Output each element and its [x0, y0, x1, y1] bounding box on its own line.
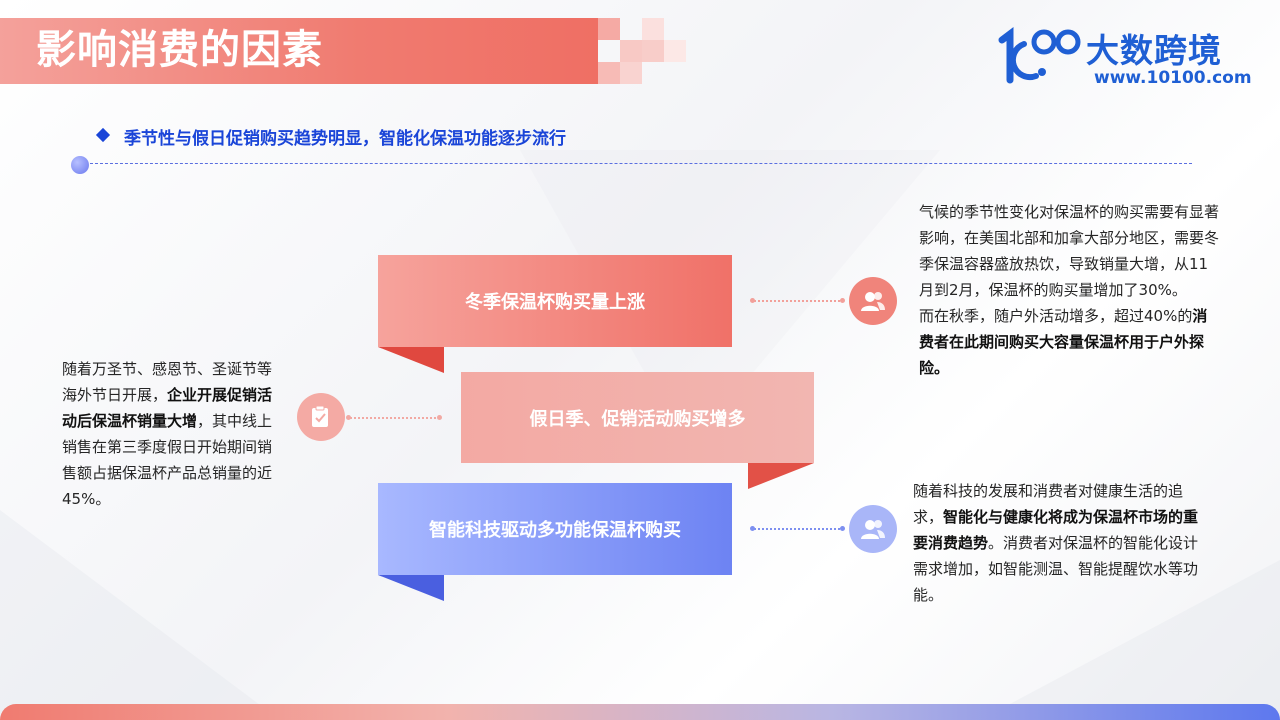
- connector-line: [754, 300, 844, 302]
- bold-text: 智能化与健康化将成为保温杯市场的重要消费趋势: [913, 508, 1199, 552]
- logo-name: 大数跨境: [1086, 31, 1222, 70]
- connector-dot: [750, 526, 755, 531]
- header-deco-square: [642, 18, 664, 40]
- divider-ball-icon: [71, 156, 89, 174]
- text-span: 而在秋季，随户外活动增多，超过40%的: [919, 307, 1193, 325]
- paragraph: 气候的季节性变化对保温杯的购买需要有显著影响，在美国北部和加拿大部分地区，需要冬…: [919, 203, 1220, 299]
- header-deco-square: [598, 18, 620, 40]
- banner-smart-tech: 智能科技驱动多功能保温杯购买: [378, 483, 732, 575]
- header-deco-square: [664, 40, 686, 62]
- header-deco-square: [620, 62, 642, 84]
- text-span: 。消费者对保温杯的智能化设计需求增加，如智能测温、智能提醒饮水等功能。: [913, 534, 1199, 604]
- text-block-holiday: 随着万圣节、感恩节、圣诞节等海外节日开展，企业开展促销活动后保温杯销量大增，其中…: [62, 356, 280, 512]
- text-span: 随着万圣节、感恩节、圣诞节等海外节日开展，: [62, 360, 273, 404]
- brand-logo: 大数跨境 www.10100.com: [994, 22, 1254, 92]
- connector-dot: [437, 415, 442, 420]
- users-icon: [849, 277, 897, 325]
- banner-winter-purchase: 冬季保温杯购买量上涨: [378, 255, 732, 347]
- header-bar: [0, 18, 598, 84]
- connector-dot: [840, 526, 845, 531]
- text-span: ，其中线上销售在第三季度假日开始期间销售额占据保温杯产品总销量的近45%。: [62, 412, 273, 508]
- checklist-icon: [297, 393, 345, 441]
- text-block-smart: 随着科技的发展和消费者对健康生活的追求，智能化与健康化将成为保温杯市场的重要消费…: [913, 478, 1207, 608]
- bold-text: 消费者在此期间购买大容量保温杯用于户外探险。: [919, 307, 1208, 377]
- header-deco-square: [598, 62, 620, 84]
- logo-mark-icon: [998, 27, 1081, 84]
- header-deco-square: [620, 40, 642, 62]
- connector-line: [350, 417, 440, 419]
- connector-dot: [750, 298, 755, 303]
- connector-line: [754, 528, 844, 530]
- banner-fold: [378, 575, 444, 601]
- diamond-bullet-icon: [95, 127, 111, 143]
- page-title: 影响消费的因素: [36, 27, 323, 73]
- header-deco-square: [642, 40, 664, 62]
- bold-text: 企业开展促销活动后保温杯销量大增: [62, 386, 273, 430]
- logo-url: www.10100.com: [1094, 68, 1252, 88]
- banner-label: 假日季、促销活动购买增多: [529, 408, 746, 430]
- text-block-winter: 气候的季节性变化对保温杯的购买需要有显著影响，在美国北部和加拿大部分地区，需要冬…: [919, 199, 1219, 381]
- banner-fold: [748, 463, 814, 489]
- section-subtitle: 季节性与假日促销购买趋势明显，智能化保温功能逐步流行: [124, 129, 566, 149]
- paragraph: 而在秋季，随户外活动增多，超过40%的消费者在此期间购买大容量保温杯用于户外探险…: [919, 303, 1219, 381]
- connector-dot: [346, 415, 351, 420]
- banner-label: 冬季保温杯购买量上涨: [465, 292, 645, 313]
- bottom-gradient-bar: [0, 704, 1280, 720]
- dashed-divider: [80, 163, 1192, 164]
- banner-label: 智能科技驱动多功能保温杯购买: [429, 520, 681, 541]
- banner-holiday-promotion: 假日季、促销活动购买增多: [461, 372, 814, 463]
- banner-fold: [378, 347, 444, 373]
- users-icon: [849, 505, 897, 553]
- connector-dot: [840, 298, 845, 303]
- text-span: 随着科技的发展和消费者对健康生活的追求，: [913, 482, 1184, 526]
